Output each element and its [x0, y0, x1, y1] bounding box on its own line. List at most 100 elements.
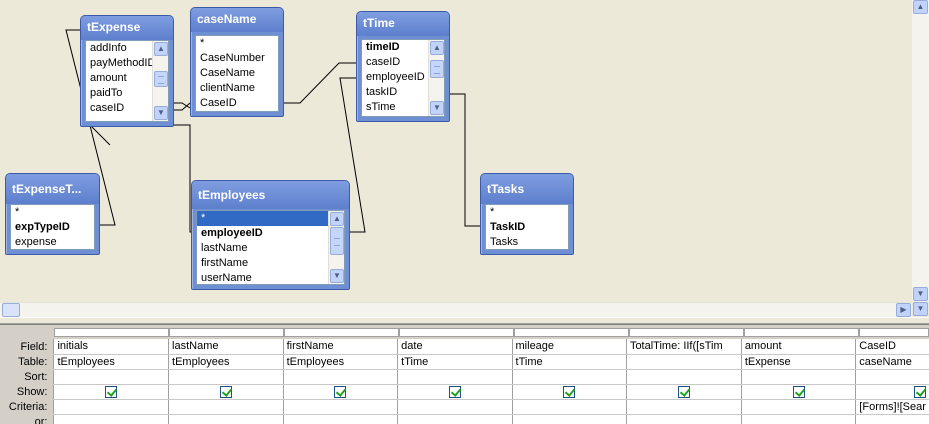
field-item[interactable]: CaseName — [200, 67, 256, 79]
grid-cell-table[interactable]: tTime — [397, 354, 513, 370]
field-item-selected[interactable]: * — [197, 211, 328, 226]
grid-cell-field[interactable]: TotalTime: IIf([sTim — [625, 339, 742, 355]
column-selectors[interactable] — [54, 325, 929, 339]
field-item[interactable]: employeeID — [366, 71, 425, 83]
diagram-horizontal-scrollbar[interactable]: ▶ — [0, 302, 912, 317]
field-item[interactable]: expense — [15, 236, 57, 248]
field-item[interactable]: Tasks — [490, 236, 519, 248]
field-item[interactable]: caseID — [90, 102, 125, 114]
field-item[interactable]: amount — [90, 72, 127, 84]
table-title[interactable]: tExpenseT... — [6, 174, 99, 204]
grid-cell-show[interactable] — [625, 384, 742, 400]
grid-cell-or[interactable] — [282, 414, 398, 424]
column-selector[interactable] — [514, 328, 629, 337]
grid-cell-show[interactable] — [53, 384, 169, 400]
field-list-scrollbar[interactable]: ▲ ▼ — [328, 211, 344, 284]
grid-cell-sort[interactable] — [53, 369, 169, 385]
grid-cell-show[interactable] — [511, 384, 627, 400]
table-title[interactable]: tTasks — [481, 174, 573, 204]
grid-cell-table[interactable] — [625, 354, 742, 370]
field-item[interactable]: sTime — [366, 101, 396, 113]
field-item[interactable]: expTypeID — [15, 221, 70, 233]
grid-cell-sort[interactable] — [855, 369, 929, 385]
field-item[interactable]: * — [490, 206, 495, 218]
field-list[interactable]: * employeeID lastName firstName userName… — [196, 210, 345, 285]
field-item[interactable]: caseID — [366, 56, 401, 68]
field-item[interactable]: CaseID — [200, 97, 237, 109]
grid-cell-field[interactable]: firstName — [282, 339, 398, 355]
grid-cell-criteria[interactable] — [625, 399, 742, 415]
grid-cell-criteria[interactable] — [740, 399, 856, 415]
grid-cell-sort[interactable] — [511, 369, 627, 385]
column-selector[interactable] — [284, 328, 399, 337]
column-selector[interactable] — [859, 328, 929, 337]
column-selector[interactable] — [54, 328, 169, 337]
grid-cell-or[interactable] — [53, 414, 169, 424]
scroll-right-icon[interactable]: ▶ — [896, 303, 911, 317]
scroll-thumb[interactable] — [2, 303, 20, 317]
grid-cell-sort[interactable] — [282, 369, 398, 385]
field-item[interactable]: firstName — [201, 257, 249, 269]
show-checkbox[interactable] — [105, 385, 118, 398]
table-title[interactable]: caseName — [191, 8, 283, 32]
field-item[interactable]: TaskID — [490, 221, 526, 233]
grid-cell-criteria[interactable] — [53, 399, 169, 415]
field-item[interactable]: timeID — [366, 41, 400, 53]
field-item[interactable]: userName — [201, 272, 252, 284]
field-list[interactable]: * expTypeID expense — [10, 204, 95, 250]
table-casename[interactable]: caseName * CaseNumber CaseName clientNam… — [190, 7, 284, 117]
scroll-up-icon[interactable]: ▲ — [154, 42, 168, 56]
grid-cell-show[interactable] — [397, 384, 513, 400]
show-checkbox[interactable] — [914, 385, 926, 398]
field-item[interactable]: employeeID — [201, 227, 263, 239]
scroll-down-icon[interactable]: ▼ — [330, 269, 344, 283]
table-ttasks[interactable]: tTasks * TaskID Tasks — [480, 173, 574, 255]
field-list[interactable]: timeID caseID employeeID taskID sTime ▲ … — [361, 39, 445, 117]
field-item[interactable]: payMethodID — [90, 57, 156, 69]
field-item[interactable]: addInfo — [90, 42, 127, 54]
show-checkbox[interactable] — [677, 385, 690, 398]
grid-cell-or[interactable] — [511, 414, 627, 424]
scroll-thumb[interactable] — [430, 60, 444, 78]
scroll-thumb[interactable] — [330, 227, 344, 255]
grid-cell-field[interactable]: initials — [53, 339, 169, 355]
grid-cell-field[interactable]: mileage — [511, 339, 627, 355]
grid-cell-table[interactable]: tEmployees — [168, 354, 284, 370]
grid-cell-criteria[interactable] — [168, 399, 284, 415]
table-title[interactable]: tEmployees — [192, 181, 349, 209]
table-title[interactable]: tExpense — [81, 16, 173, 40]
grid-cell-sort[interactable] — [740, 369, 856, 385]
grid-cell-or[interactable] — [740, 414, 856, 424]
grid-cell-or[interactable] — [168, 414, 284, 424]
grid-cell-field[interactable]: lastName — [168, 339, 284, 355]
grid-cell-table[interactable]: tExpense — [740, 354, 856, 370]
grid-cell-field[interactable]: amount — [740, 339, 856, 355]
grid-cell-or[interactable] — [397, 414, 513, 424]
grid-cell-or[interactable] — [625, 414, 742, 424]
grid-cell-sort[interactable] — [397, 369, 513, 385]
grid-cell-criteria[interactable]: [Forms]![Sear — [855, 399, 929, 415]
scroll-down-icon[interactable]: ▼ — [913, 302, 928, 316]
field-item[interactable]: paidTo — [90, 87, 123, 99]
field-item[interactable]: lastName — [201, 242, 248, 254]
show-checkbox[interactable] — [563, 385, 576, 398]
field-list-scrollbar[interactable]: ▲ ▼ — [152, 41, 168, 121]
scroll-up-icon[interactable]: ▲ — [430, 41, 444, 55]
table-ttime[interactable]: tTime timeID caseID employeeID taskID sT… — [356, 11, 450, 122]
grid-cell-criteria[interactable] — [511, 399, 627, 415]
grid-cell-table[interactable]: tEmployees — [282, 354, 398, 370]
field-list-scrollbar[interactable]: ▲ ▼ — [428, 40, 444, 116]
show-checkbox[interactable] — [448, 385, 461, 398]
field-item[interactable]: CaseNumber — [200, 52, 265, 64]
scroll-up-icon[interactable]: ▲ — [330, 212, 344, 226]
grid-cell-show[interactable] — [855, 384, 929, 400]
grid-cell-table[interactable]: tTime — [511, 354, 627, 370]
scroll-up-icon[interactable]: ▲ — [913, 0, 928, 14]
grid-cell-sort[interactable] — [168, 369, 284, 385]
scroll-down-icon[interactable]: ▼ — [430, 101, 444, 115]
scroll-down-icon[interactable]: ▼ — [154, 106, 168, 120]
field-list[interactable]: addInfo payMethodID amount paidTo caseID… — [85, 40, 169, 122]
scroll-thumb[interactable] — [154, 71, 168, 87]
field-list[interactable]: * TaskID Tasks — [485, 204, 569, 250]
diagram-vertical-scrollbar[interactable]: ▲ ▼ — [912, 0, 929, 302]
